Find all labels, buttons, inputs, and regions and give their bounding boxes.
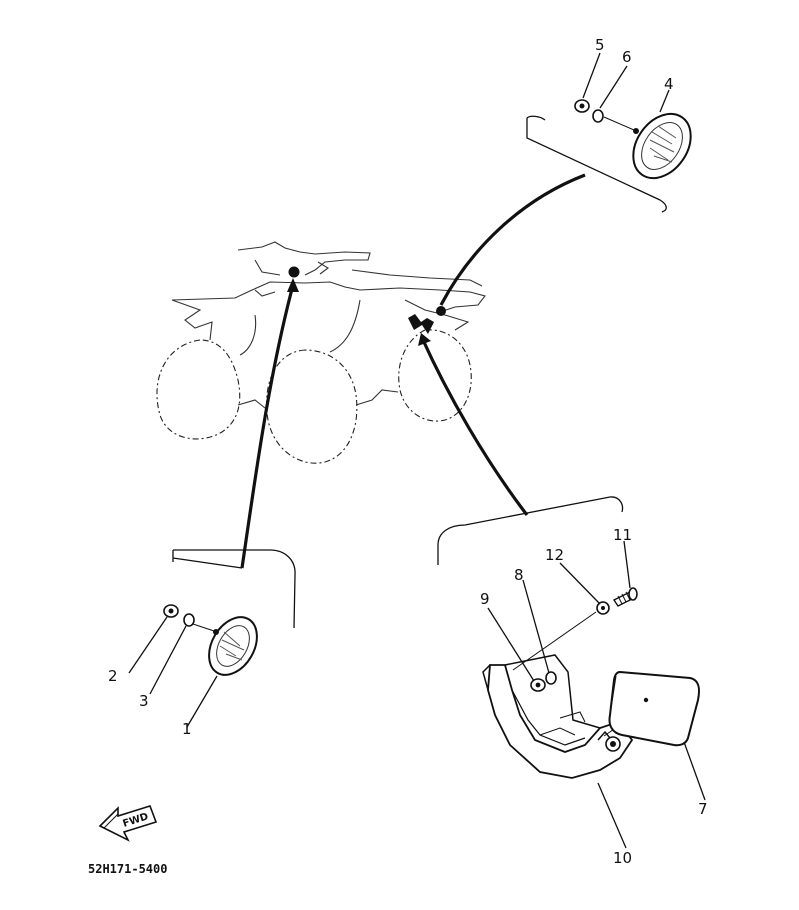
callout-3: 3 xyxy=(139,692,149,710)
rear-mount-dot xyxy=(436,306,446,316)
bracket-assembly xyxy=(482,540,706,849)
leader-lines xyxy=(240,173,586,569)
callout-6: 6 xyxy=(622,48,632,66)
callout-4: 4 xyxy=(664,75,674,93)
callout-12: 12 xyxy=(545,546,564,564)
reflector-7 xyxy=(608,670,700,747)
front-mount-dot xyxy=(288,266,300,278)
bracket-marker xyxy=(408,314,434,334)
washer-3 xyxy=(183,613,195,627)
callout-10: 10 xyxy=(613,849,632,867)
forward-direction-icon: FWD xyxy=(98,805,158,842)
callout-1: 1 xyxy=(182,720,192,738)
atv-silhouette xyxy=(156,241,486,464)
front-reflector-assembly xyxy=(128,604,258,728)
part-number: 52H171-5400 xyxy=(88,862,167,876)
callout-8: 8 xyxy=(514,566,524,584)
callout-9: 9 xyxy=(480,590,490,608)
callout-brackets xyxy=(172,115,667,629)
washer-8 xyxy=(545,671,557,685)
callout-5: 5 xyxy=(595,36,605,54)
callout-labels: 1 2 3 4 5 6 7 8 9 10 11 12 xyxy=(108,36,708,867)
callout-2: 2 xyxy=(108,667,118,685)
callout-7: 7 xyxy=(698,800,708,818)
reflector-front xyxy=(208,616,258,676)
washer-6 xyxy=(592,109,604,123)
rear-reflector-assembly xyxy=(574,52,692,180)
callout-11: 11 xyxy=(613,526,632,544)
